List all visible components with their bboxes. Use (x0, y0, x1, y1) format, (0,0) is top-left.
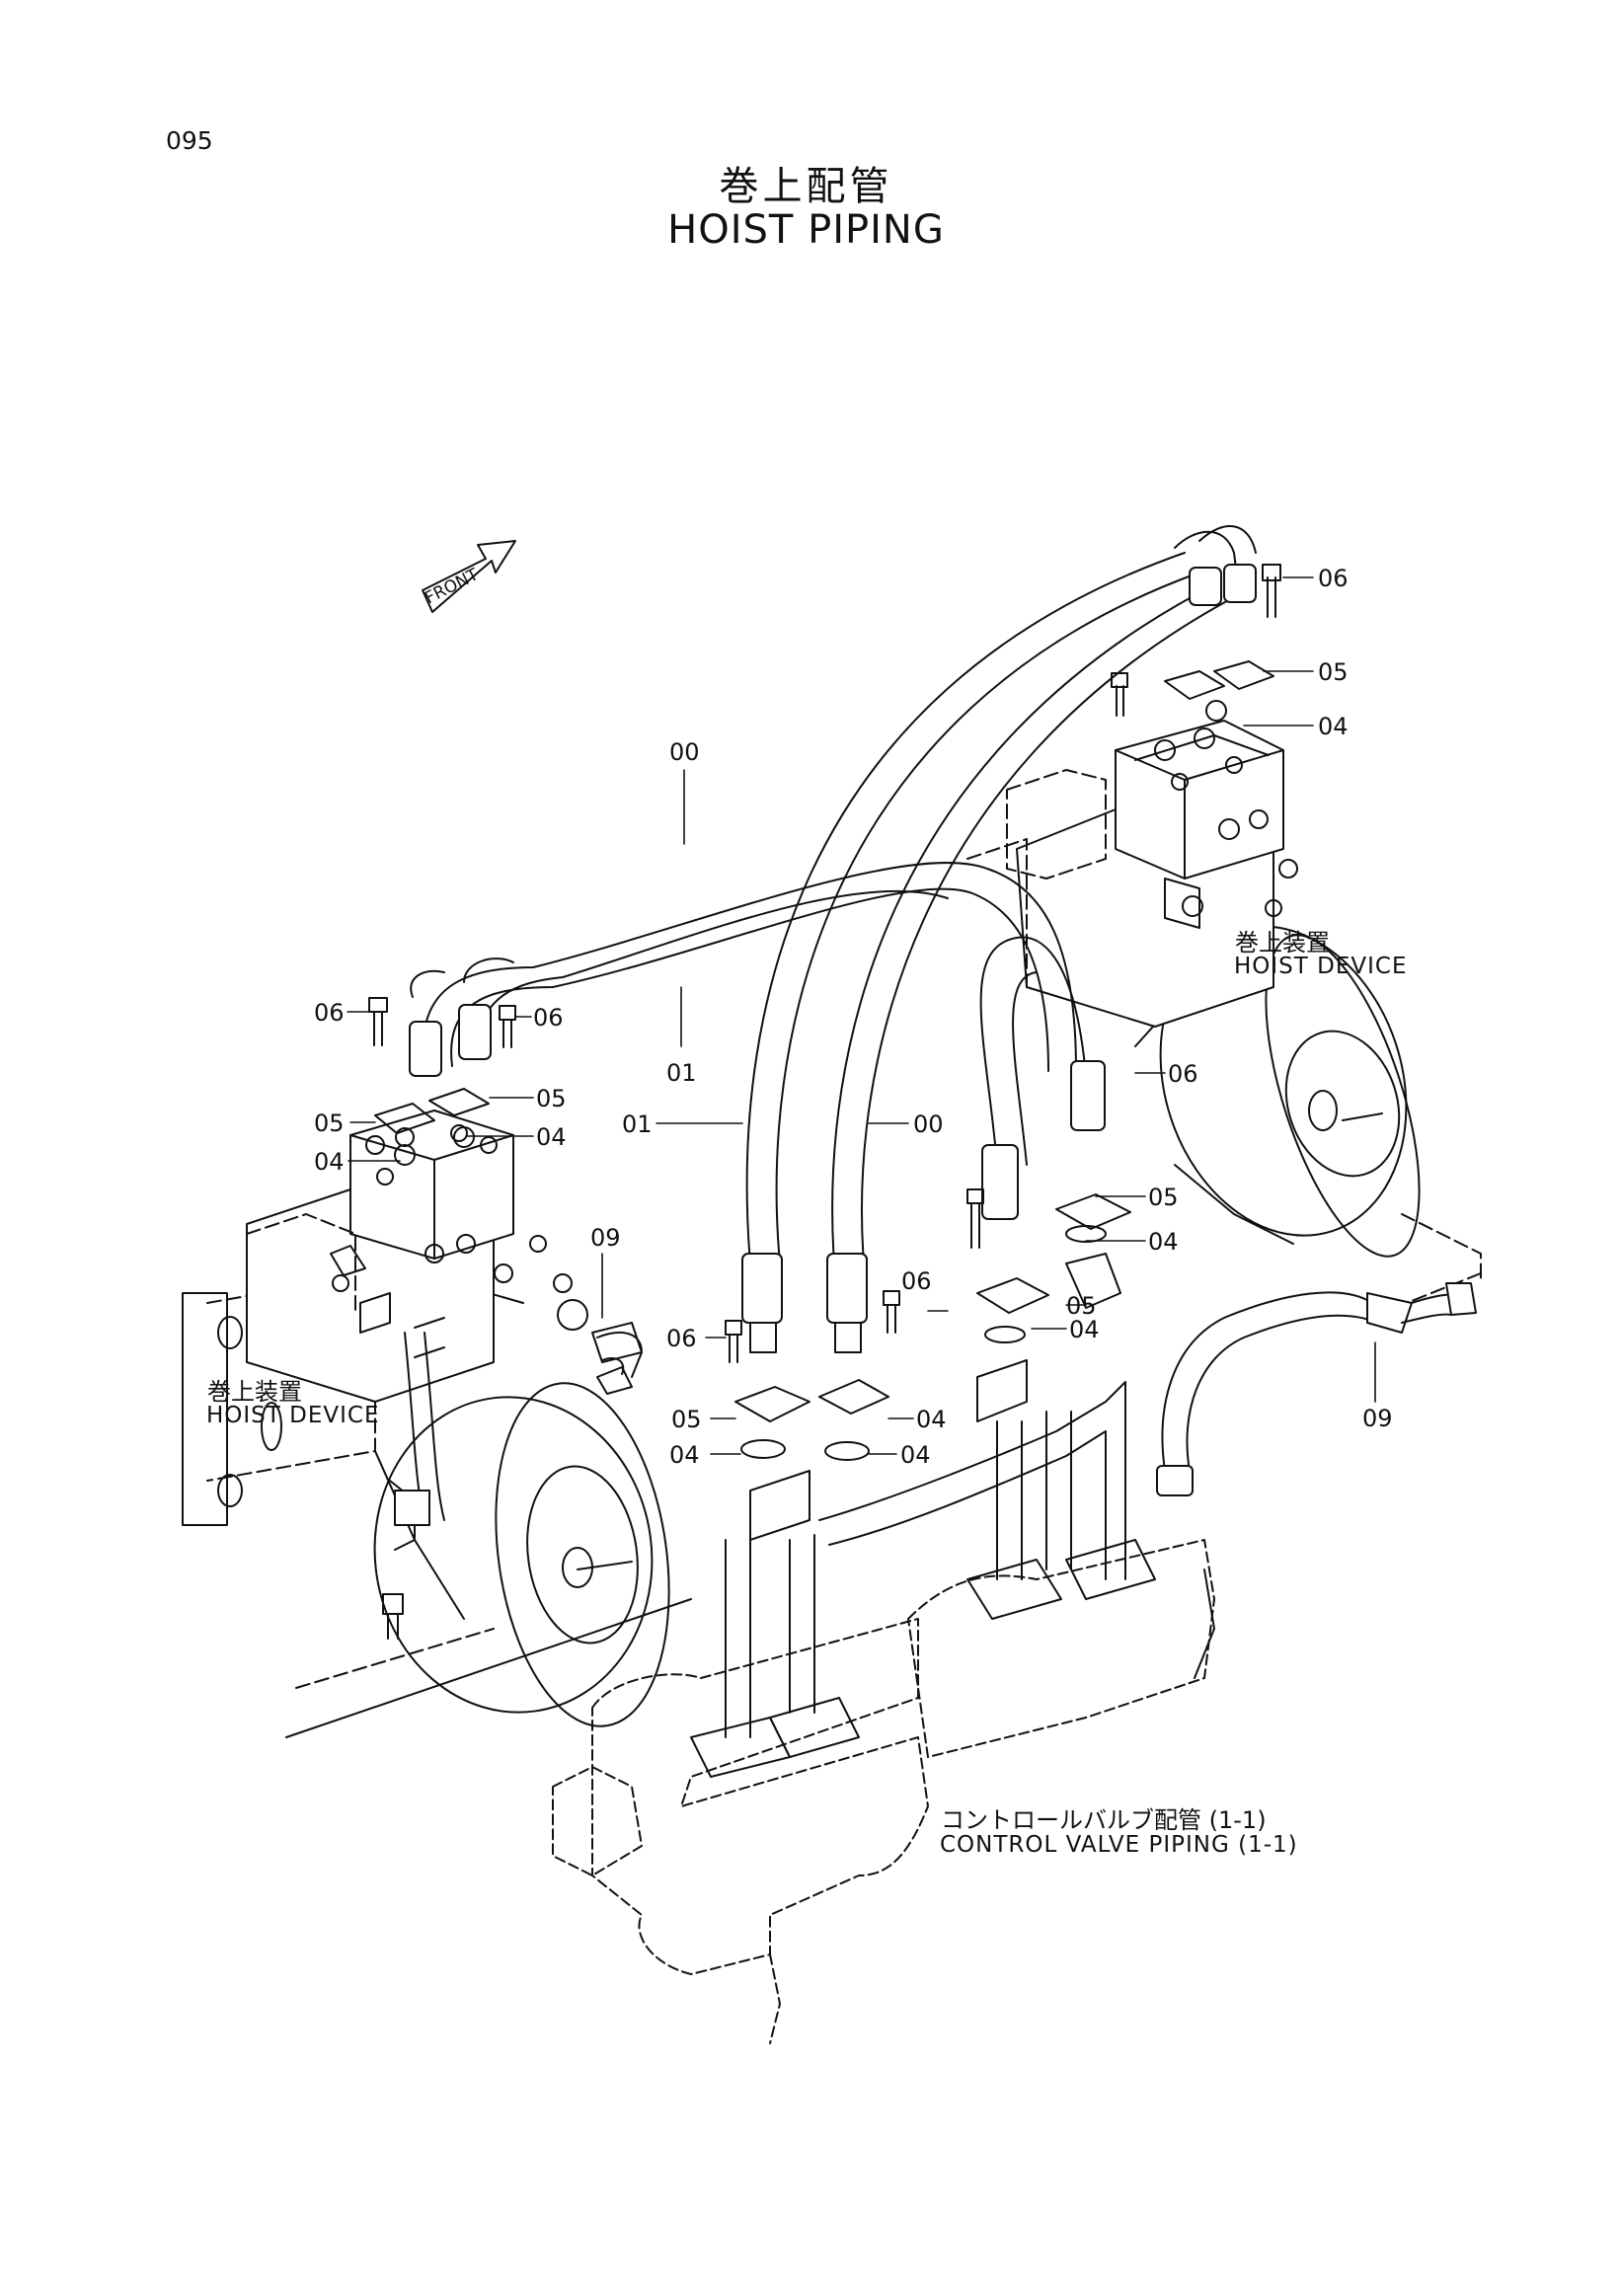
leader-lines (347, 576, 1376, 1455)
callout-09-right: 09 (1362, 1405, 1393, 1432)
pipe-09-left (394, 1332, 643, 1526)
left-hoist-device (182, 997, 692, 1738)
front-arrow-label: FRONT (422, 565, 482, 608)
control-valve-area (552, 1188, 1215, 2044)
callout-06-left-top-2: 06 (533, 1004, 564, 1032)
hoist-device-left-jp: 巻上装置 (207, 1378, 302, 1406)
callout-06-left-top-1: 06 (314, 999, 345, 1027)
callout-09-left: 09 (590, 1224, 621, 1252)
callout-numbers: 00 01 01 00 06 05 04 06 06 05 05 04 04 0… (314, 565, 1393, 1469)
hose-assembly (409, 525, 1257, 1353)
callout-00-right: 00 (913, 1110, 944, 1138)
right-hoist-device (966, 564, 1482, 1314)
front-arrow-icon: FRONT (422, 540, 516, 613)
page-title-en: HOIST PIPING (667, 207, 945, 253)
callout-06-center-2: 06 (666, 1325, 697, 1352)
hoist-device-right-jp: 巻上装置 (1235, 929, 1330, 957)
callout-05-center-1: 05 (1066, 1292, 1097, 1320)
callout-04-left-top-2: 04 (536, 1123, 567, 1151)
callout-04-center-4: 04 (916, 1406, 947, 1433)
callout-04-left-top-1: 04 (314, 1148, 345, 1176)
callout-05-left-top-1: 05 (314, 1110, 345, 1137)
control-valve-piping-jp: コントロールバルブ配管 (1-1) (941, 1806, 1267, 1834)
page-title-jp: 巻上配管 (719, 164, 893, 209)
callout-01-mid: 01 (666, 1059, 697, 1087)
callout-04-center-2: 04 (669, 1441, 700, 1469)
callout-01-left: 01 (622, 1110, 653, 1138)
hoist-device-left-en: HOIST DEVICE (206, 1403, 380, 1428)
callout-04-right-top: 04 (1318, 713, 1349, 740)
callout-05-mid-right: 05 (1148, 1184, 1179, 1211)
callout-06-mid-right: 06 (1168, 1060, 1198, 1088)
callout-05-center-2: 05 (671, 1406, 702, 1433)
pipe-09-right (1156, 1282, 1477, 1496)
callout-00-top: 00 (669, 738, 700, 766)
page-number: 095 (166, 126, 213, 155)
callout-06-right-top: 06 (1318, 565, 1349, 592)
callout-05-left-top-2: 05 (536, 1085, 567, 1112)
control-valve-piping-en: CONTROL VALVE PIPING (1-1) (940, 1832, 1298, 1858)
hoist-device-right-en: HOIST DEVICE (1234, 954, 1408, 979)
callout-04-center-1: 04 (1069, 1316, 1100, 1343)
callout-06-center-1: 06 (901, 1267, 932, 1295)
callout-05-right-top: 05 (1318, 658, 1349, 686)
callout-04-center-3: 04 (900, 1441, 931, 1469)
callout-04-mid-right: 04 (1148, 1228, 1179, 1256)
